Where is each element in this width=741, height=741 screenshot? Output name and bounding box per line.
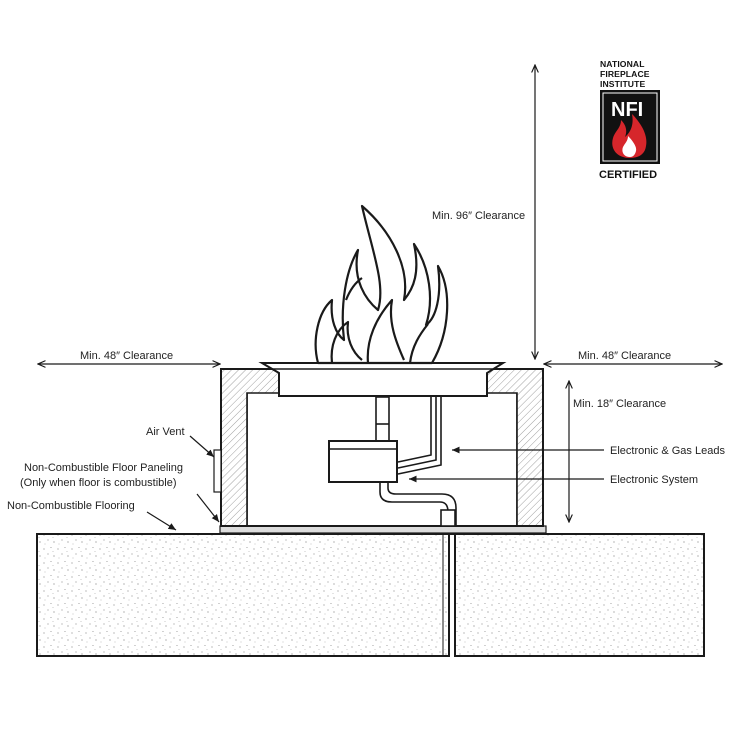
nfi-certified-logo: NATIONAL FIREPLACE INSTITUTE NFI CERTIFI… <box>599 59 660 181</box>
air-vent-grille <box>213 449 222 493</box>
logo-mark: NFI <box>611 99 643 121</box>
label-leads: Electronic & Gas Leads <box>610 445 725 457</box>
enclosure-top-left-cap <box>220 368 280 527</box>
gas-inlet-pipe <box>375 396 390 442</box>
label-left-clearance: Min. 48″ Clearance <box>80 350 173 362</box>
electronic-system-box <box>328 440 398 483</box>
label-electronic-system: Electronic System <box>610 474 698 486</box>
label-side-clearance: Min. 18″ Clearance <box>573 398 666 410</box>
lead-line-2 <box>397 397 437 469</box>
plumbing <box>328 396 457 527</box>
callout-leaders <box>146 435 604 531</box>
logo-certified: CERTIFIED <box>599 169 657 181</box>
lead-line-3 <box>397 397 442 475</box>
fire-pit-enclosure <box>220 362 544 527</box>
logo-line-institute: INSTITUTE <box>600 79 645 89</box>
logo-line-national: NATIONAL <box>600 59 645 69</box>
enclosure-top-right-cap <box>486 368 544 527</box>
logo-flame-icon <box>612 114 647 158</box>
label-right-clearance: Min. 48″ Clearance <box>578 350 671 362</box>
label-flooring: Non-Combustible Flooring <box>7 500 135 512</box>
label-top-clearance: Min. 96″ Clearance <box>432 210 525 222</box>
ground-slab-left <box>36 533 450 657</box>
logo-line-fireplace: FIREPLACE <box>600 69 650 79</box>
gas-pipe-lower <box>379 482 449 526</box>
flame-icon <box>314 204 449 365</box>
ground <box>36 533 705 657</box>
ground-slab-right <box>454 533 705 657</box>
burner-pan <box>258 362 507 397</box>
clearance-dimensions <box>38 65 722 522</box>
floor-paneling <box>219 525 547 534</box>
lead-line-1 <box>397 397 432 463</box>
label-floor-paneling: Non-Combustible Floor Paneling <box>24 462 183 474</box>
label-air-vent: Air Vent <box>146 426 185 438</box>
label-floor-paneling-note: (Only when floor is combustible) <box>20 477 177 489</box>
